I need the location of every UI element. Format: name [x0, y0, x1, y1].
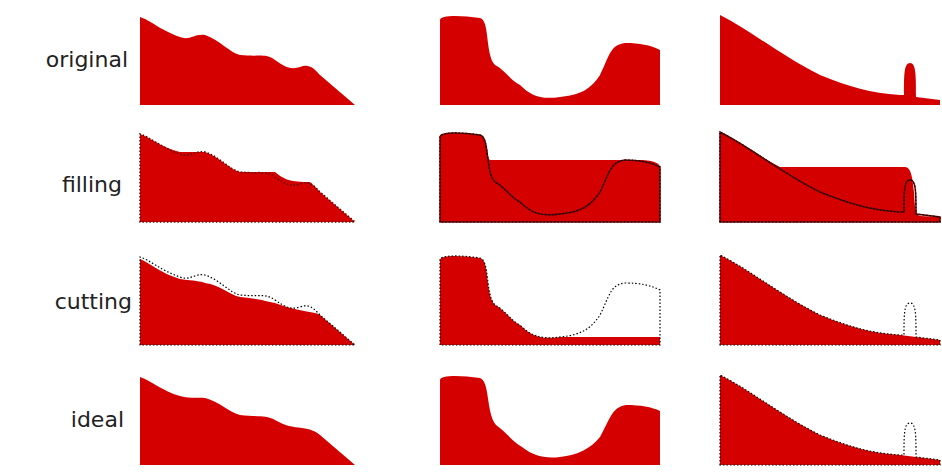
row-label: filling — [62, 174, 122, 196]
row-label: ideal — [71, 409, 124, 431]
row-label: original — [46, 49, 128, 71]
row-label: cutting — [55, 291, 132, 313]
